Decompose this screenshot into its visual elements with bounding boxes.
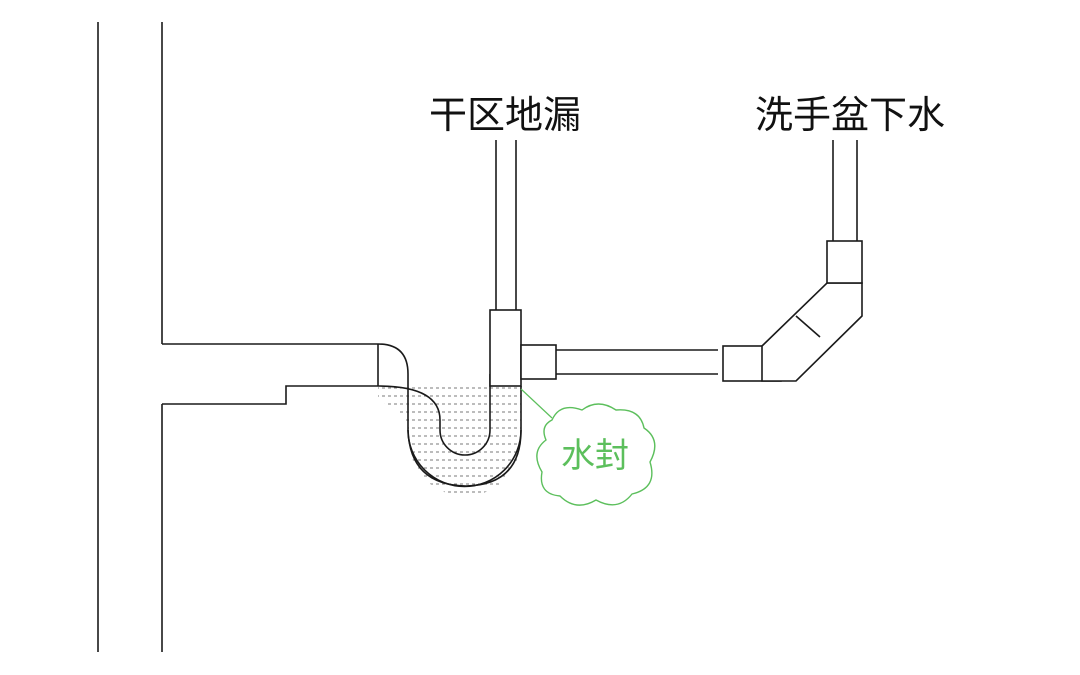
basin-drain-label: 洗手盆下水 — [755, 93, 945, 137]
water-seal-callout: 水封 — [520, 388, 656, 506]
basin-branch-pipe — [556, 349, 718, 375]
dry-floor-drain-label: 干区地漏 — [429, 93, 581, 137]
tee-fitting — [489, 309, 557, 387]
callout-cloud — [536, 403, 656, 506]
callout-pointer — [520, 388, 553, 419]
trap-bend — [377, 343, 522, 488]
basin-elbow — [722, 140, 863, 382]
branch-pipe — [162, 343, 379, 405]
water-seal-label: 水封 — [561, 436, 629, 476]
floor-drain-pipe — [495, 140, 517, 310]
water-fill — [378, 387, 521, 493]
